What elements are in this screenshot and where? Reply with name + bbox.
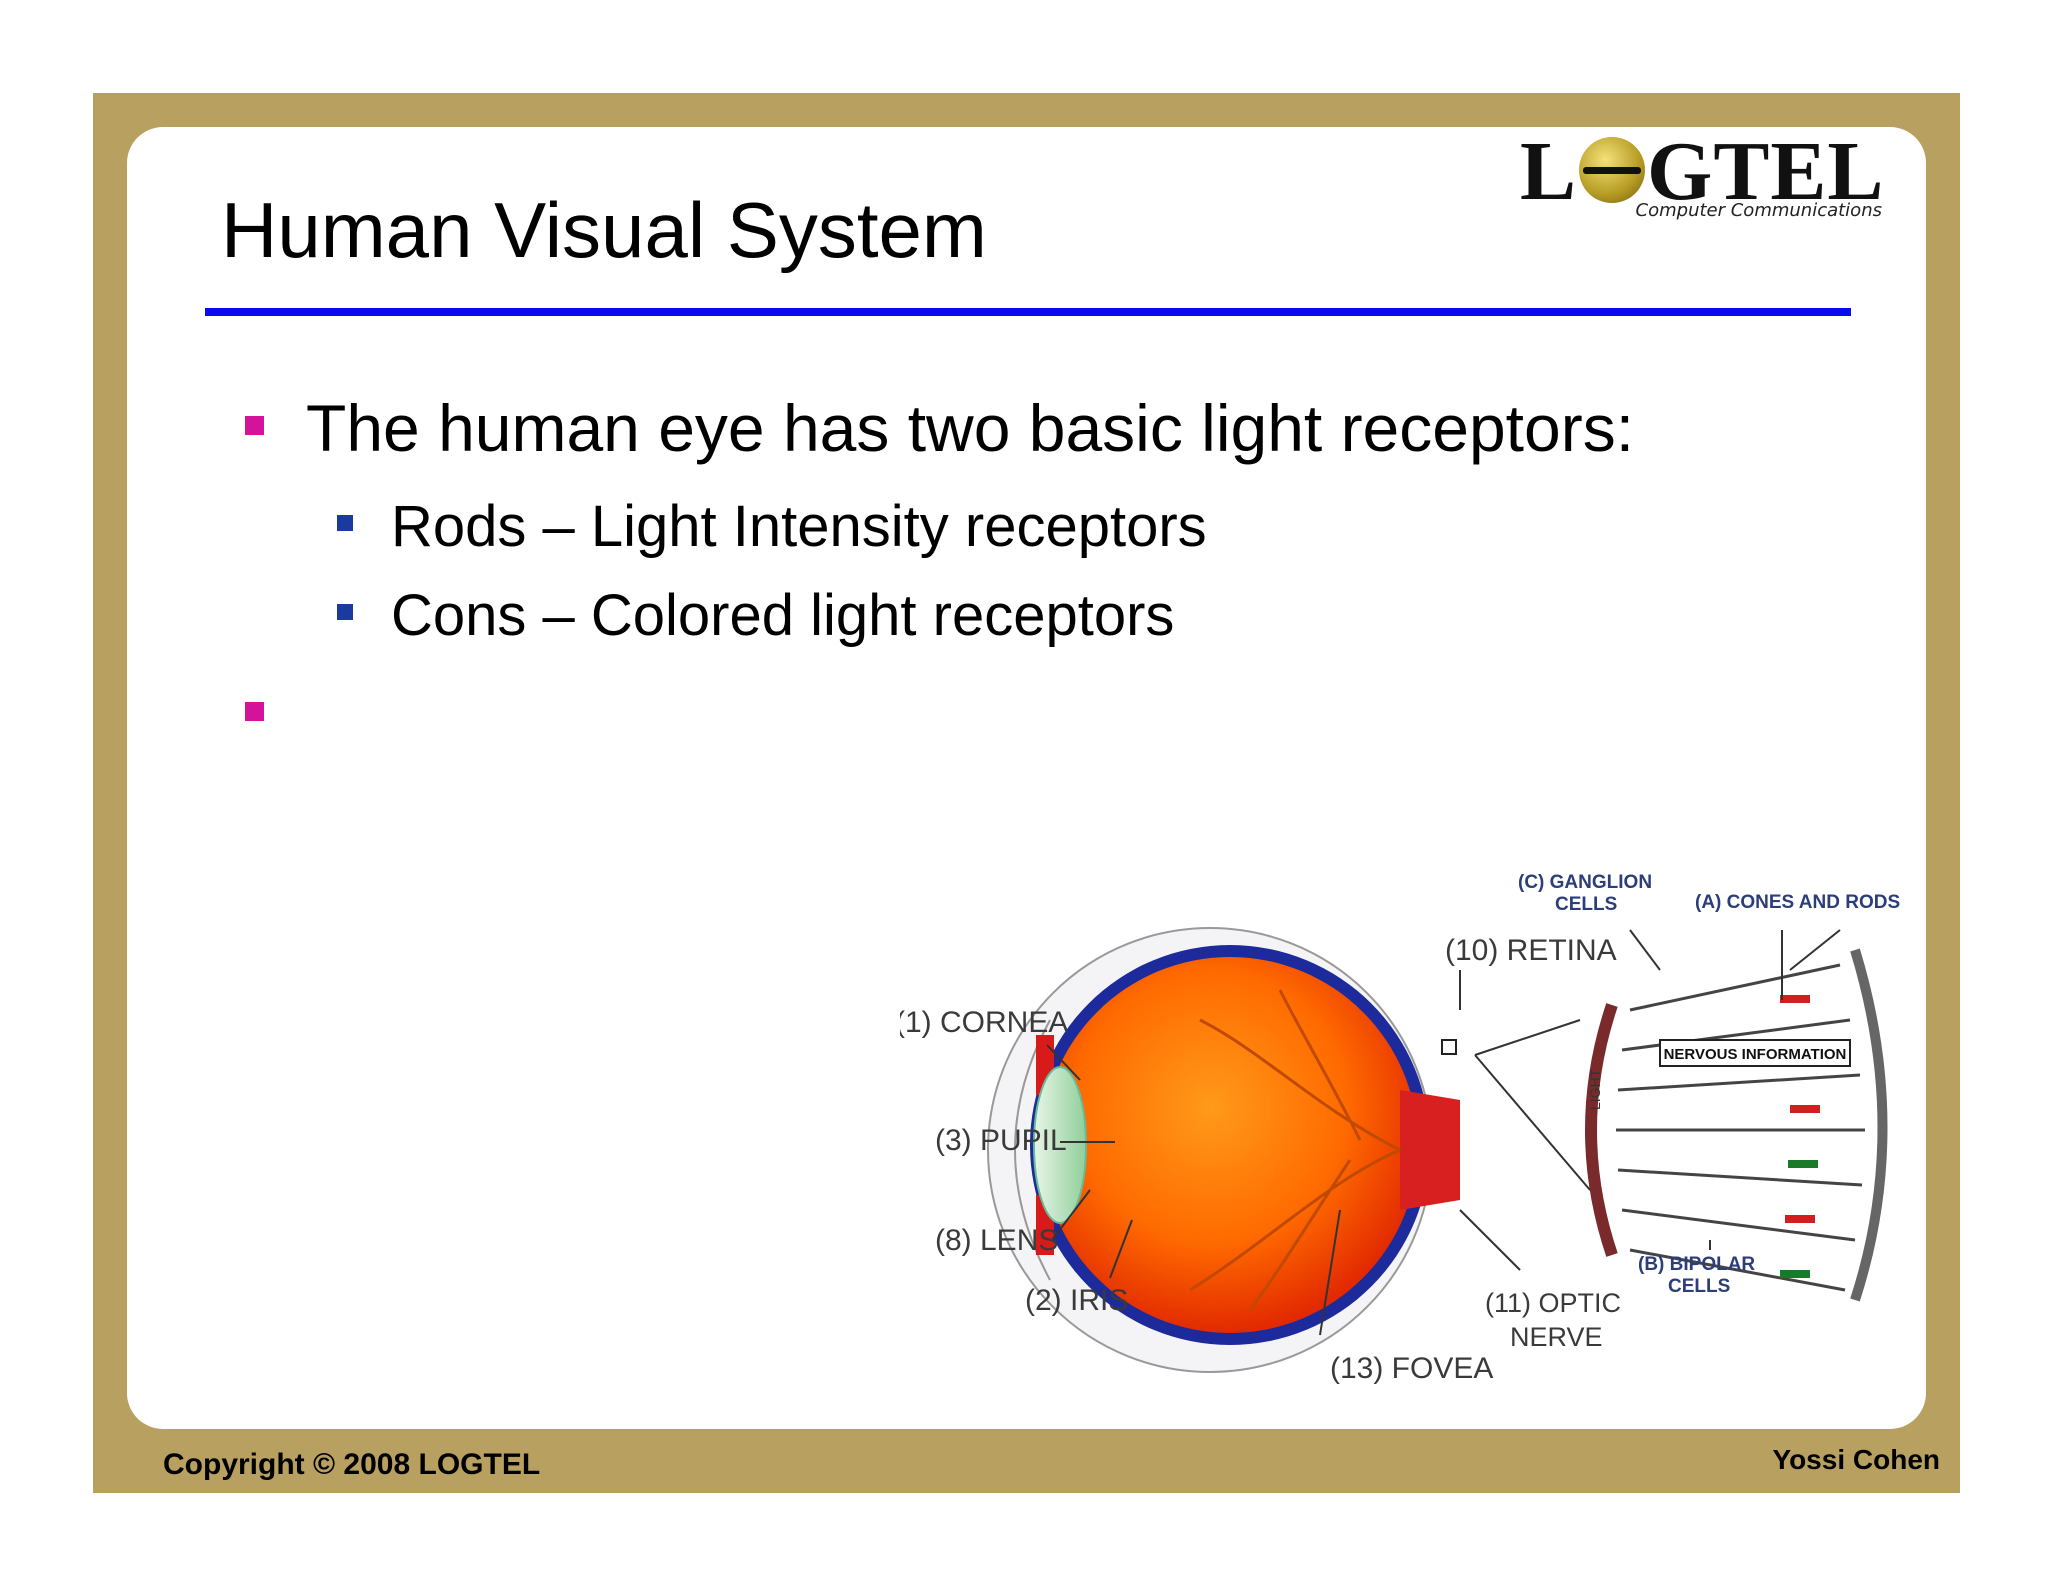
label-optic-nerve-2: NERVE <box>1510 1322 1603 1352</box>
logo-letters: GTEL <box>1647 125 1885 218</box>
title-divider <box>205 308 1851 316</box>
sub-bullet-marker <box>337 515 353 531</box>
logo-subtitle: Computer Communications <box>1635 200 1882 221</box>
optic-nerve <box>1400 1090 1460 1210</box>
eye-anatomy-diagram: NERVOUS INFORMATION LIGHT (1) CORNEA (3)… <box>900 872 1900 1385</box>
retina-zoom-marker <box>1441 1039 1457 1055</box>
label-fovea: (13) FOVEA <box>1330 1352 1493 1385</box>
label-optic-nerve-1: (11) OPTIC <box>1485 1288 1621 1318</box>
footer-author: Yossi Cohen <box>1772 1444 1940 1475</box>
label-iris: (2) IRIS <box>1025 1284 1128 1317</box>
blood-vessels <box>1189 989 1401 1311</box>
sub-bullet-text: Cons – Colored light receptors <box>391 583 1175 648</box>
sub-bullet-text: Rods – Light Intensity receptors <box>391 494 1207 559</box>
label-ganglion-1: (C) GANGLION <box>1518 872 1652 893</box>
bullet-marker <box>245 416 264 435</box>
globe-icon <box>1579 137 1646 203</box>
label-pupil: (3) PUPIL <box>935 1124 1067 1157</box>
sub-bullet-marker <box>337 604 353 620</box>
label-bipolar-1: (B) BIPOLAR <box>1638 1254 1755 1275</box>
label-lens: (8) LENS <box>935 1224 1058 1257</box>
label-cones-rods: (A) CONES AND RODS <box>1695 892 1900 913</box>
light-label: LIGHT <box>1587 1068 1603 1110</box>
slide-title: Human Visual System <box>221 186 987 274</box>
leader-lines <box>1046 929 1841 1336</box>
label-bipolar-2: CELLS <box>1668 1276 1730 1297</box>
label-cornea: (1) CORNEA <box>900 1006 1068 1039</box>
bullet-marker <box>245 702 264 721</box>
logo-letter: L <box>1520 125 1578 218</box>
lens <box>1033 1066 1087 1224</box>
vitreous-body <box>1042 957 1418 1333</box>
retina-cells-detail: NERVOUS INFORMATION LIGHT <box>1585 948 1888 1302</box>
label-retina: (10) RETINA <box>1445 934 1617 967</box>
label-ganglion-2: CELLS <box>1555 894 1617 915</box>
footer-copyright: Copyright © 2008 LOGTEL <box>163 1448 541 1481</box>
nervous-info-label: NERVOUS INFORMATION <box>1664 1046 1847 1063</box>
bullet-text: The human eye has two basic light recept… <box>306 391 1635 465</box>
